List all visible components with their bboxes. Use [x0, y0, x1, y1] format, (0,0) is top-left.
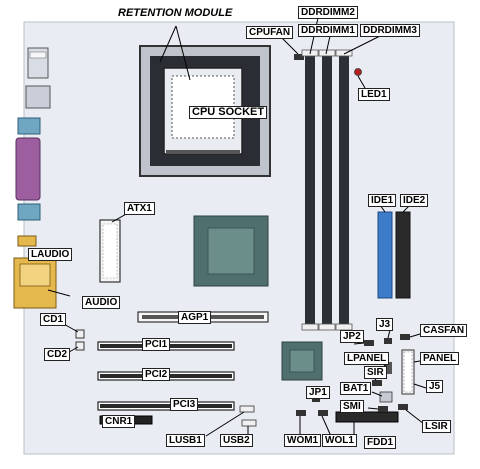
leader-casfan — [409, 333, 421, 338]
label-cnr1: CNR1 — [102, 415, 136, 428]
jp1-jumper — [312, 396, 320, 402]
label-ddrdimm1: DDRDIMM1 — [298, 24, 358, 37]
ide1-connector — [377, 211, 393, 299]
serial-port-top — [17, 117, 41, 135]
leader-lsir — [405, 409, 425, 425]
label-cd1: CD1 — [40, 313, 67, 326]
j3-header — [384, 338, 392, 344]
label-pci1: PCI1 — [142, 338, 171, 351]
panel-header-pins — [403, 351, 413, 393]
label-pci3: PCI3 — [170, 398, 199, 411]
label-lpanel: LPANEL — [344, 352, 390, 365]
atx-power-pins — [102, 223, 118, 279]
led1-indicator — [354, 68, 362, 76]
label-j3: J3 — [376, 318, 394, 331]
ddr-dimm-slot-1 — [305, 54, 315, 326]
label-jp2: JP2 — [340, 330, 364, 343]
ddr-dimm-slot-3 — [339, 54, 349, 326]
leader-cpufan — [281, 37, 299, 55]
leader-smi — [367, 407, 379, 410]
ps2-port-bottom — [29, 51, 47, 59]
sir-header — [372, 380, 382, 386]
game-port — [17, 235, 37, 247]
label-sir: SIR — [364, 366, 387, 379]
casfan-header — [400, 334, 410, 340]
cpufan-header — [294, 54, 304, 60]
serial-port-bottom — [17, 203, 41, 221]
leader-bat1 — [371, 391, 383, 397]
label-bat1: BAT1 — [340, 382, 372, 395]
label-pci2: PCI2 — [142, 368, 171, 381]
leader-j5 — [413, 383, 427, 389]
leader-led1 — [357, 75, 366, 89]
leader-wol1 — [321, 415, 331, 435]
label-ide1: IDE1 — [368, 194, 397, 207]
dimm-latch-3-top — [335, 49, 353, 57]
bat1-battery — [379, 391, 393, 403]
label-j5: J5 — [426, 380, 444, 393]
lusb1-header — [239, 405, 255, 413]
label-agp1: AGP1 — [178, 311, 212, 324]
label-lsir: LSIR — [422, 420, 451, 433]
dimm-latch-1-bottom — [301, 323, 319, 331]
label-ddrdimm3: DDRDIMM3 — [360, 24, 420, 37]
label-atx1: ATX1 — [124, 202, 155, 215]
ddr-dimm-slot-2 — [322, 54, 332, 326]
label-audio: AUDIO — [82, 296, 121, 309]
label-smi: SMI — [340, 400, 364, 413]
dimm-latch-2-bottom — [318, 323, 336, 331]
usb-port-stack — [25, 85, 51, 109]
audio-jack-inner — [19, 263, 51, 287]
label-cd2: CD2 — [44, 348, 71, 361]
lsir-header — [398, 404, 408, 410]
leader-ddrdimm3 — [343, 35, 381, 55]
cd1-header — [75, 329, 85, 339]
label-usb2: USB2 — [220, 434, 253, 447]
label-ddrdimm2: DDRDIMM2 — [298, 6, 358, 19]
wom1-header — [296, 410, 306, 416]
label-ide2: IDE2 — [400, 194, 429, 207]
label-lusb1: LUSB1 — [166, 434, 205, 447]
southbridge-die — [289, 349, 315, 373]
label-casfan: CASFAN — [420, 324, 468, 337]
leader-lusb1 — [205, 411, 245, 437]
usb2-header — [241, 419, 257, 427]
label-panel: PANEL — [420, 352, 460, 365]
leader-j3 — [387, 329, 391, 339]
cd2-header — [75, 341, 85, 351]
label-cpu-socket: CPU SOCKET — [189, 106, 268, 119]
parallel-port — [15, 137, 41, 201]
leader-audio — [47, 289, 71, 297]
leader-retention-right — [175, 25, 191, 81]
leader-jp2 — [353, 342, 365, 345]
label-jp1: JP1 — [306, 386, 330, 399]
label-wol1: WOL1 — [322, 434, 357, 447]
label-fdd1: FDD1 — [364, 436, 397, 449]
label-retention-module: RETENTION MODULE — [118, 7, 233, 19]
wol1-header — [318, 410, 328, 416]
leader-retention-left — [159, 25, 177, 63]
label-laudio: LAUDIO — [28, 248, 73, 261]
label-led1: LED1 — [358, 88, 390, 101]
fdd-connector — [335, 411, 399, 423]
smi-header — [378, 406, 388, 412]
pci-slot-3-inner — [100, 404, 232, 408]
ide2-connector — [395, 211, 411, 299]
northbridge-die — [207, 227, 255, 275]
label-cpufan: CPUFAN — [246, 26, 294, 39]
leader-ddrdimm1 — [325, 35, 331, 55]
label-wom1: WOM1 — [284, 434, 322, 447]
jp2-jumper — [364, 340, 374, 346]
lpanel-header — [384, 362, 392, 374]
cpu-socket-lever — [166, 150, 240, 154]
